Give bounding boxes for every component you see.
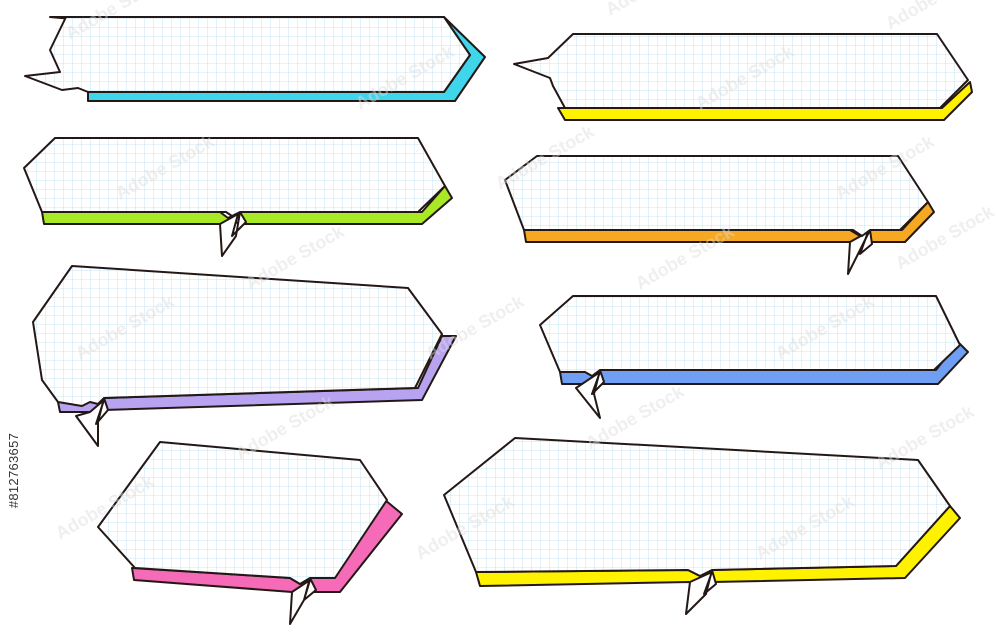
grid-paper-panel [539, 295, 961, 377]
grid-paper-panel [32, 265, 443, 407]
watermark-text: Adobe Stock [602, 0, 708, 19]
grid-paper-panel [97, 441, 388, 585]
grid-paper-panel [504, 155, 929, 237]
bubble-tail [847, 229, 873, 275]
speech-bubble-blue [539, 295, 969, 419]
speech-bubble-purple [32, 265, 457, 447]
grid-paper-panel [443, 437, 951, 577]
speech-bubble-yellow-bottom [443, 437, 961, 615]
speech-bubble-yellow-top [513, 33, 973, 121]
stock-id-label: #812763657 [2, 400, 26, 540]
bubble-tail [289, 577, 317, 625]
watermark-text: Adobe Stock [882, 0, 988, 33]
speech-bubble-orange [504, 155, 935, 275]
grid-paper-panel [24, 16, 471, 93]
grid-paper-panel [513, 33, 969, 109]
bubble-tail [219, 211, 247, 257]
stock-id-text: #812763657 [6, 432, 22, 508]
speech-bubble-pink [97, 441, 403, 625]
accent-shadow [557, 81, 973, 121]
grid-paper-panel [23, 137, 446, 217]
speech-bubble-cyan [24, 16, 486, 102]
bubble-tail [685, 569, 717, 615]
watermark-text: Adobe Stock [872, 401, 978, 474]
watermark-text: Adobe Stock [582, 381, 688, 454]
speech-bubble-lime [23, 137, 453, 257]
